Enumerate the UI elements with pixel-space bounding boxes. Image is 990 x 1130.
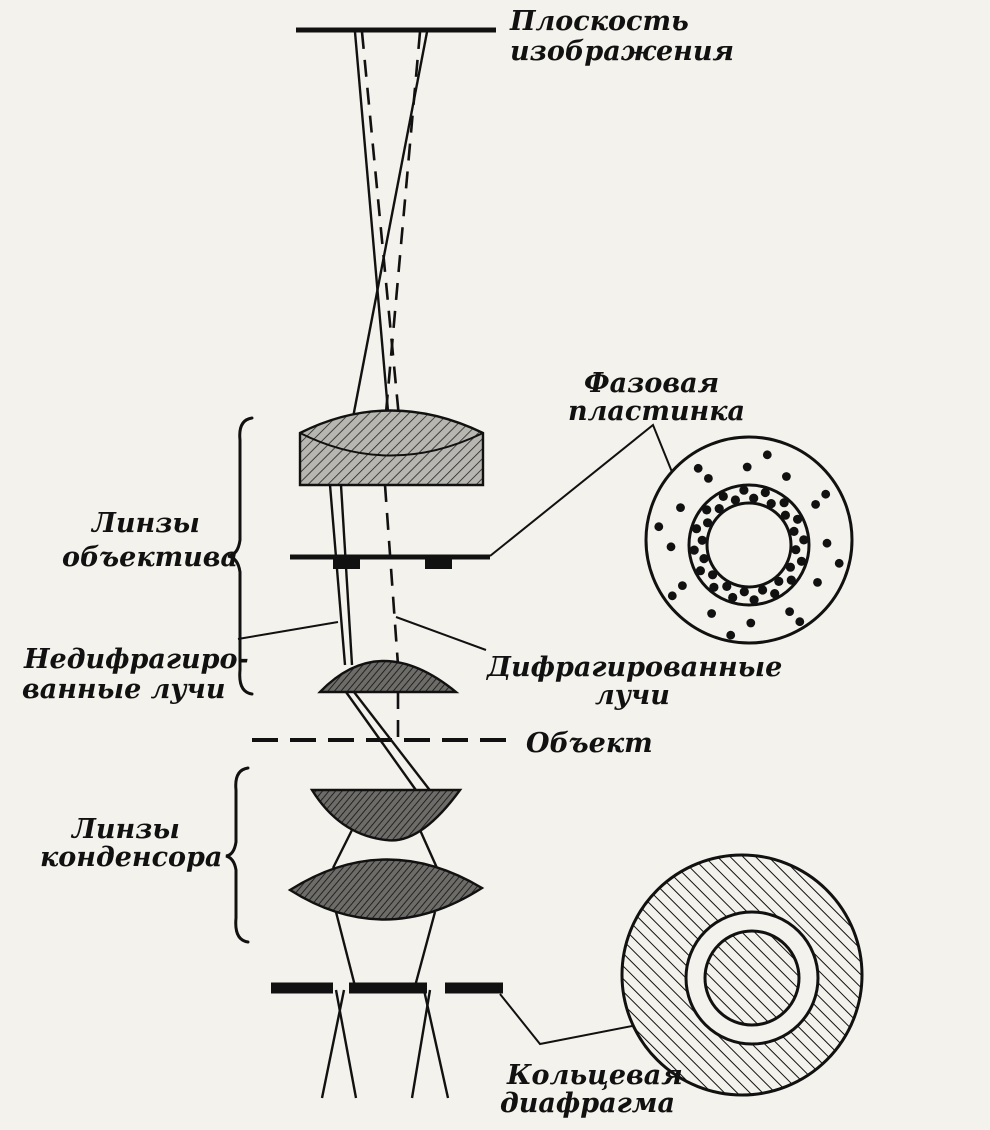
objective-lens-upper [298, 409, 485, 487]
phase-plate-dot [749, 493, 759, 503]
phase-plate-dot [746, 618, 756, 628]
label-image-plane: Плоскость изображения [509, 6, 734, 67]
phase-plate-dot [834, 558, 844, 568]
condenser-rays [331, 829, 439, 991]
phase-plate-dot [739, 485, 749, 495]
condenser-brace [225, 766, 250, 944]
phase-plate-dot [785, 562, 796, 572]
phase-plate-dot [704, 474, 713, 483]
phase-plate-dot [676, 503, 685, 512]
condenser-lens-upper [309, 788, 463, 842]
lower-rays [320, 989, 450, 1099]
phase-plate-dot [822, 538, 832, 548]
phase-plate-dot [749, 595, 759, 605]
phase-plate-dot [730, 495, 741, 505]
phase-plate-dot [789, 526, 799, 537]
phase-plate-dot [770, 589, 780, 599]
phase-plate-dot [742, 462, 752, 472]
phase-plate-dot [795, 617, 805, 627]
phase-plate-dot [813, 578, 822, 587]
phase-plate-dot [714, 504, 724, 514]
phase-plate-dot [722, 581, 732, 592]
phase-plate-dot [666, 542, 676, 552]
label-annular-diaphragm: Кольцевая диафрагма [500, 1060, 692, 1119]
label-undiffracted-rays: Недифрагиро- ванные лучи [22, 644, 258, 705]
phase-plate-dot [821, 489, 831, 499]
phase-plate-dot [726, 630, 736, 640]
phase-plate-dot [718, 491, 728, 501]
objective-lens-lower [317, 659, 460, 694]
phase-plate-dot [678, 581, 687, 590]
phase-plate-detail [644, 435, 854, 645]
annular-diaphragm-detail [620, 853, 864, 1097]
phase-plate-dot [667, 591, 677, 601]
phase-plate-dot [689, 545, 699, 555]
phase-plate-dot [791, 545, 801, 555]
objective-brace [227, 416, 254, 696]
phase-plate-dot [739, 587, 749, 597]
phase-plate-dot [779, 498, 789, 508]
object-rays [345, 691, 433, 794]
label-diffracted-rays: Дифрагированные лучи [485, 652, 792, 711]
condenser-lens-lower [287, 858, 485, 921]
label-object: Объект [526, 728, 653, 759]
phase-plate-dot [693, 463, 703, 473]
phase-plate-dot [691, 524, 702, 534]
phase-plate-dot [766, 499, 776, 509]
label-phase-plate: Фазовая пластинка [568, 368, 745, 427]
phase-plate-dot [695, 566, 706, 576]
middle-rays [328, 484, 400, 666]
phase-plate-dot [697, 535, 707, 545]
phase-plate-dot [780, 510, 791, 520]
phase-plate-dot [728, 592, 738, 603]
phase-plate-dot [760, 487, 770, 498]
label-objective-lenses: Линзы объектива [62, 508, 238, 573]
phase-plate-bar [290, 554, 490, 569]
phase-plate-dot [703, 518, 713, 528]
phase-plate-dot [708, 570, 718, 580]
phase-plate-dot [799, 535, 809, 545]
phase-plate-dot [709, 582, 719, 592]
phase-plate-dot [774, 576, 784, 587]
phase-plate-dot [785, 607, 794, 616]
phase-plate-dot [702, 505, 712, 515]
leader-lines [237, 423, 673, 1046]
phase-plate-dot [782, 472, 791, 481]
phase-plate-dot [654, 522, 664, 532]
phase-plate-dot [786, 575, 796, 585]
phase-plate-dot [707, 609, 716, 618]
label-condenser-lenses: Линзы конденсора [40, 814, 222, 873]
phase-plate-dot [811, 500, 820, 509]
phase-plate-dot [758, 585, 768, 595]
phase-plate-dot [793, 514, 803, 524]
upper-rays [339, 31, 429, 481]
phase-plate-dot [699, 554, 709, 564]
phase-plate-dot [762, 450, 772, 460]
phase-plate-dots [654, 450, 844, 640]
phase-plate-dot [796, 556, 807, 566]
